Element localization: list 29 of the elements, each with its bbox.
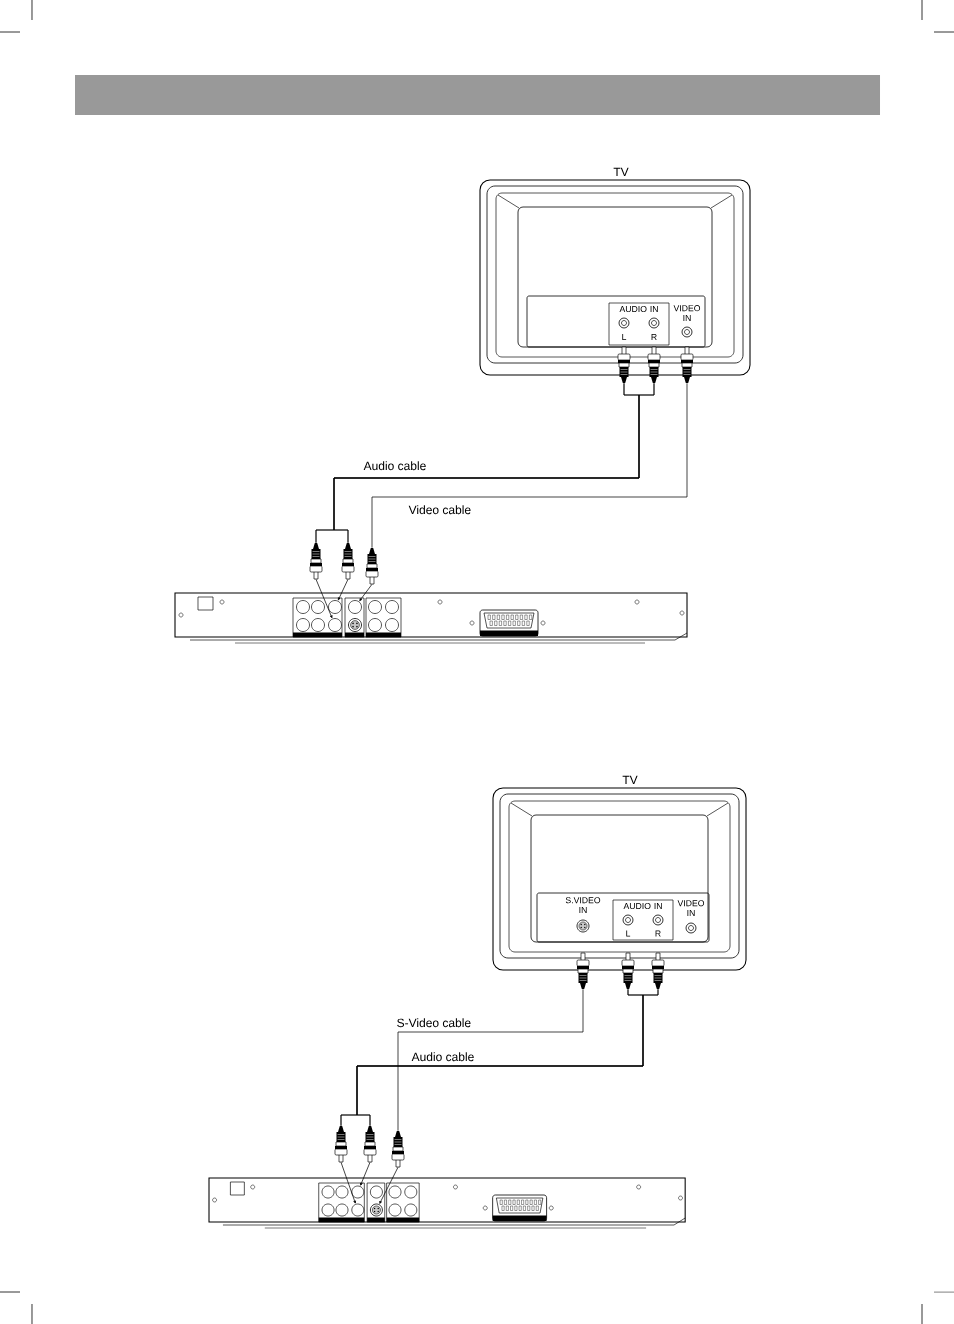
rca-plug bbox=[363, 1126, 377, 1163]
cable-label: Video cable bbox=[407, 504, 473, 516]
rca-plug bbox=[651, 952, 665, 989]
rca-plug bbox=[680, 346, 694, 383]
rca-plug bbox=[391, 1131, 405, 1168]
jack-label: L bbox=[626, 930, 631, 937]
input-panel bbox=[536, 892, 710, 943]
jack-label: S.VIDEO IN bbox=[565, 897, 601, 913]
rca-plug bbox=[576, 952, 590, 989]
rca-plug bbox=[334, 1126, 348, 1163]
rca-plug bbox=[647, 346, 661, 383]
tv-label: TV bbox=[622, 775, 638, 784]
cable-label: Audio cable bbox=[410, 1051, 476, 1063]
cable-label: S-Video cable bbox=[395, 1017, 473, 1029]
rca-plug bbox=[365, 548, 379, 585]
rca-plug bbox=[341, 543, 355, 580]
rca-plug bbox=[617, 346, 631, 383]
jack-label: VIDEO IN bbox=[673, 305, 701, 321]
rca-plug bbox=[621, 952, 635, 989]
tv-label: TV bbox=[613, 167, 629, 176]
jack-label: VIDEO IN bbox=[677, 900, 705, 916]
jack-label: L bbox=[622, 334, 627, 340]
jack-label: R bbox=[651, 334, 657, 340]
cable bbox=[371, 382, 688, 549]
jack-label: R bbox=[655, 930, 661, 937]
cable-label: Audio cable bbox=[362, 460, 428, 472]
rca-plug bbox=[309, 543, 323, 580]
input-panel bbox=[526, 295, 706, 348]
cable bbox=[397, 988, 584, 1132]
